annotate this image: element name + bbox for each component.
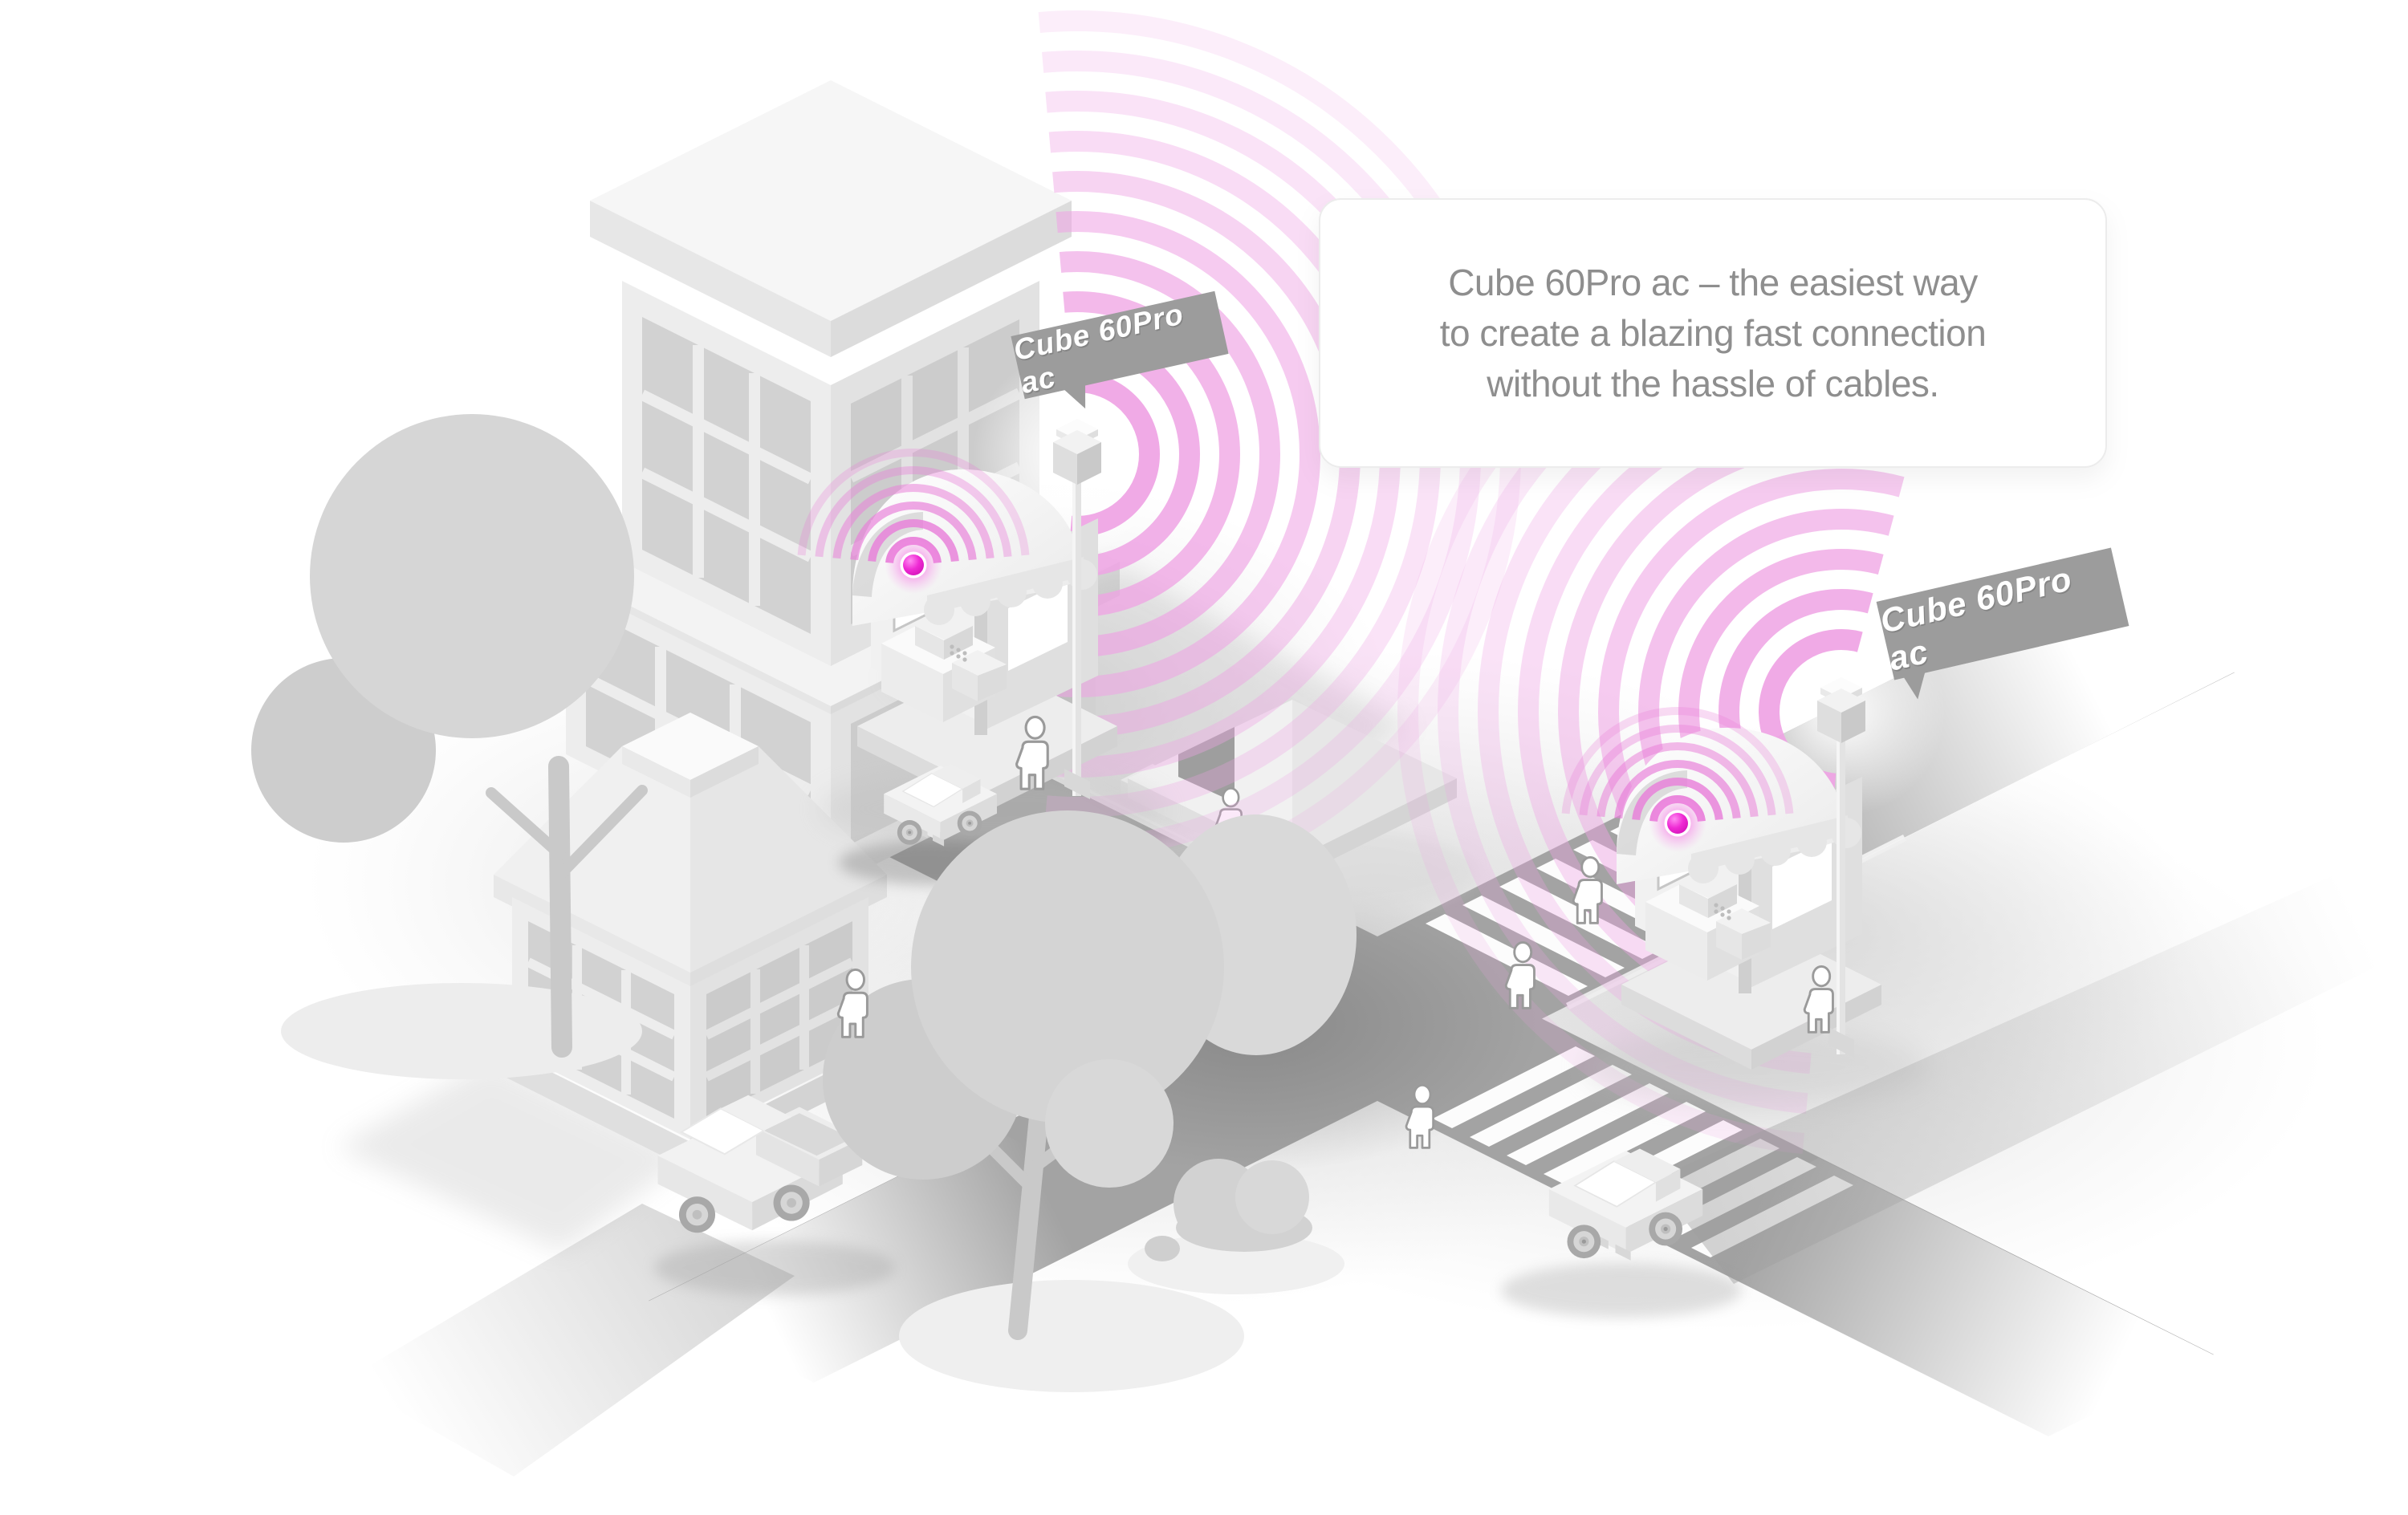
bushes [1128,1159,1344,1294]
entrance-opening [1178,727,1235,802]
tree-round-left [251,414,648,1079]
tagline-line-1: Cube 60Pro ac – the easiest way [1448,261,1978,303]
tagline-line-3: without the hassle of cables. [1487,362,1939,404]
building-pyramid-roof [337,713,887,1252]
tree-center-bottom [823,810,1357,1392]
stone [1145,1236,1180,1261]
crosswalk-lower [1433,1046,1853,1257]
vehicles [345,763,2408,1476]
crosswalk-upper [1426,785,1846,996]
tagline-card: Cube 60Pro ac – the easiest way to creat… [1319,198,2107,468]
tagline-line-2: to create a blazing fast connection [1439,311,1987,354]
